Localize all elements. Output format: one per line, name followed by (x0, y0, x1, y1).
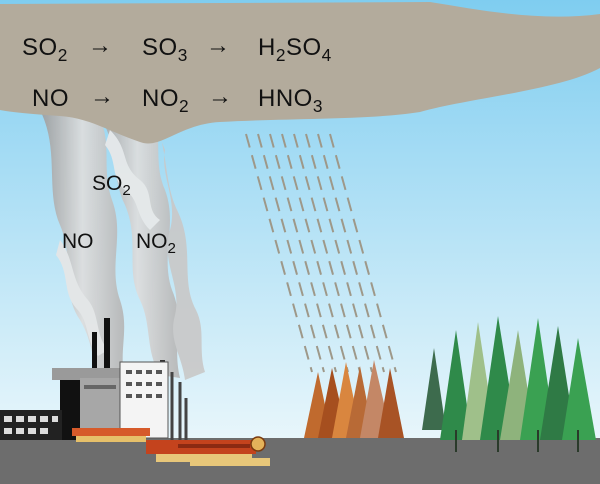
emission-no2-formula: NO (136, 230, 168, 253)
reaction-h2so4-h: H (258, 34, 276, 61)
emission-so2-formula: SO (92, 172, 123, 195)
reaction-no: NO (32, 85, 69, 113)
reaction-no2-subscript: 2 (179, 96, 190, 117)
emission-no-label: NO (62, 230, 94, 253)
reaction-no2: NO2 (142, 85, 190, 117)
smoke-plume-middle (95, 110, 180, 378)
smokestack-icon (104, 318, 110, 368)
reaction-so3-subscript: 3 (177, 45, 188, 66)
reaction-h2so4-h-subscript: 2 (275, 45, 286, 66)
reaction-hno3-formula: HNO (258, 85, 313, 112)
smoke-plume-left (40, 110, 125, 380)
reaction-arrow: → (206, 32, 231, 59)
reaction-so2: SO2 (22, 34, 68, 66)
smoke-plume-right (150, 112, 205, 380)
smoke-plumes (40, 110, 205, 380)
emission-no2-subscript: 2 (167, 240, 176, 258)
emission-so2-label: SO2 (92, 172, 131, 200)
reaction-h2so4: H2SO4 (258, 34, 332, 66)
reaction-so3: SO3 (142, 34, 188, 66)
emission-so2-subscript: 2 (122, 182, 131, 200)
reaction-so2-formula: SO (22, 34, 58, 61)
reaction-h2so4-so-subscript: 4 (321, 45, 332, 66)
ground (0, 438, 600, 484)
smoke-wisp-2 (56, 240, 108, 356)
dead-tree-icon (304, 360, 404, 438)
smoke-wisp (105, 130, 160, 230)
reaction-arrow: → (88, 32, 113, 59)
reaction-hno3: HNO3 (258, 85, 323, 117)
cloud-icon (0, 2, 600, 144)
reaction-arrow: → (208, 83, 233, 110)
reaction-hno3-subscript: 3 (312, 96, 323, 117)
lumber-icon (72, 428, 270, 466)
reaction-so3-formula: SO (142, 34, 178, 61)
acid-rain-icon (245, 133, 397, 373)
reaction-arrow: → (90, 83, 115, 110)
reaction-no-formula: NO (32, 85, 69, 112)
reaction-so2-subscript: 2 (57, 45, 68, 66)
reaction-no2-formula: NO (142, 85, 179, 112)
reaction-h2so4-so: SO (285, 34, 322, 61)
emission-no2-label: NO2 (136, 230, 176, 258)
healthy-tree-icon (422, 316, 596, 452)
